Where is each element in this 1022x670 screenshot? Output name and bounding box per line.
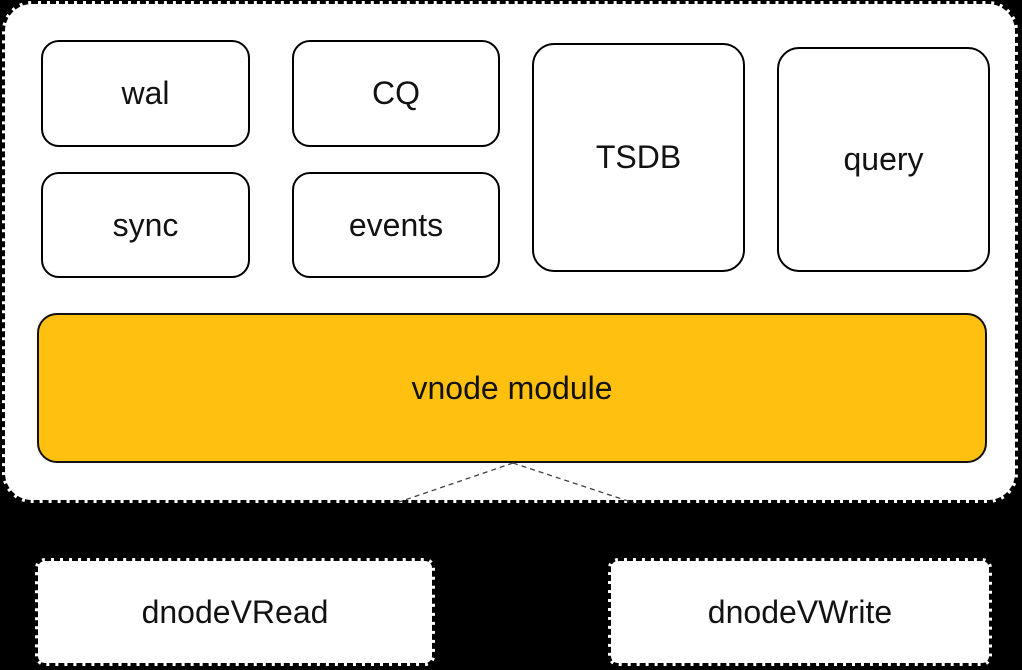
module-label-sync: sync: [112, 206, 179, 243]
dnode-vread-label: dnodeVRead: [141, 593, 329, 630]
dnode-vwrite-box: dnodeVWrite: [608, 558, 992, 666]
module-label-query: query: [843, 141, 924, 177]
dnode-vwrite-label: dnodeVWrite: [707, 593, 893, 630]
dnode-vread-box: dnodeVRead: [35, 558, 435, 666]
vnode-module-label: vnode module: [411, 369, 613, 406]
module-box-tsdb: TSDB: [532, 43, 745, 272]
module-box-cq: CQ: [292, 40, 500, 147]
module-box-sync: sync: [41, 172, 250, 278]
vnode-module-bar: vnode module: [37, 313, 987, 463]
module-label-wal: wal: [121, 75, 170, 111]
module-box-events: events: [292, 172, 500, 278]
module-box-wal: wal: [41, 40, 250, 147]
module-box-query: query: [777, 47, 990, 272]
module-label-events: events: [348, 206, 444, 243]
module-label-cq: CQ: [372, 75, 420, 111]
module-label-tsdb: TSDB: [595, 139, 682, 175]
